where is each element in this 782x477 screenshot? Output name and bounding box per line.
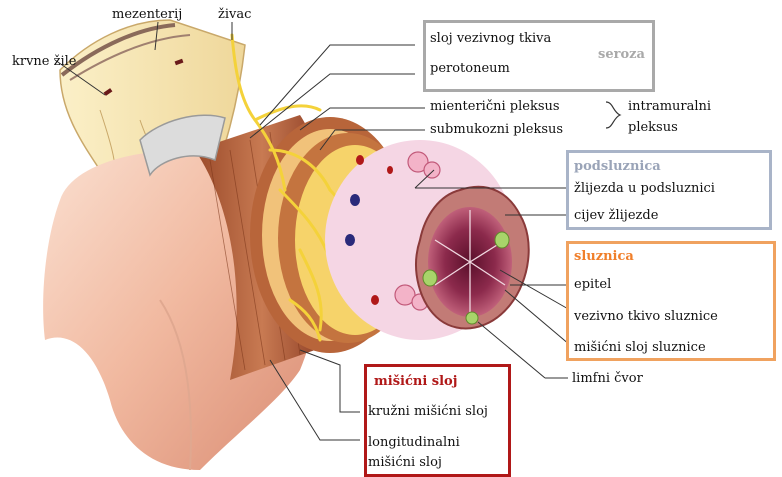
intramuralni-label: intramuralni (628, 100, 711, 113)
cijev-label: cijev žlijezde (574, 209, 658, 222)
intramuralni-pleksus-label: pleksus (628, 121, 678, 134)
longitudinalni-misicni-label: mišićni sloj (368, 456, 442, 469)
pleksus-bracket (606, 102, 620, 128)
zlijezda-label: žlijezda u podsluznici (574, 182, 715, 195)
misicni-sloj-sluznice-label: mišićni sloj sluznice (574, 341, 706, 354)
longitudinalni-label: longitudinalni (368, 436, 460, 449)
kruzni-label: kružni mišićni sloj (368, 405, 488, 418)
zivac-label: živac (218, 8, 251, 21)
submukozni-pleksus-label: submukozni pleksus (430, 123, 563, 136)
mezenterij-label: mezenterij (112, 8, 182, 21)
podsluznica-title: podsluznica (574, 160, 661, 173)
krvne-zile-label: krvne žile (12, 55, 77, 68)
misicni-sloj-title: mišićni sloj (374, 375, 457, 388)
epitel-label: epitel (574, 278, 611, 291)
mienterični-pleksus-label: mienterični pleksus (430, 100, 560, 113)
perotoneum-label: perotoneum (430, 62, 510, 75)
sluznica-title: sluznica (574, 250, 634, 263)
limfni-cvor-label: limfni čvor (572, 372, 643, 385)
vezivno-tkivo-label: vezivno tkivo sluznice (574, 310, 718, 323)
sloj-vezivnog-tkiva-label: sloj vezivnog tkiva (430, 32, 551, 45)
seroza-title: seroza (598, 48, 645, 61)
